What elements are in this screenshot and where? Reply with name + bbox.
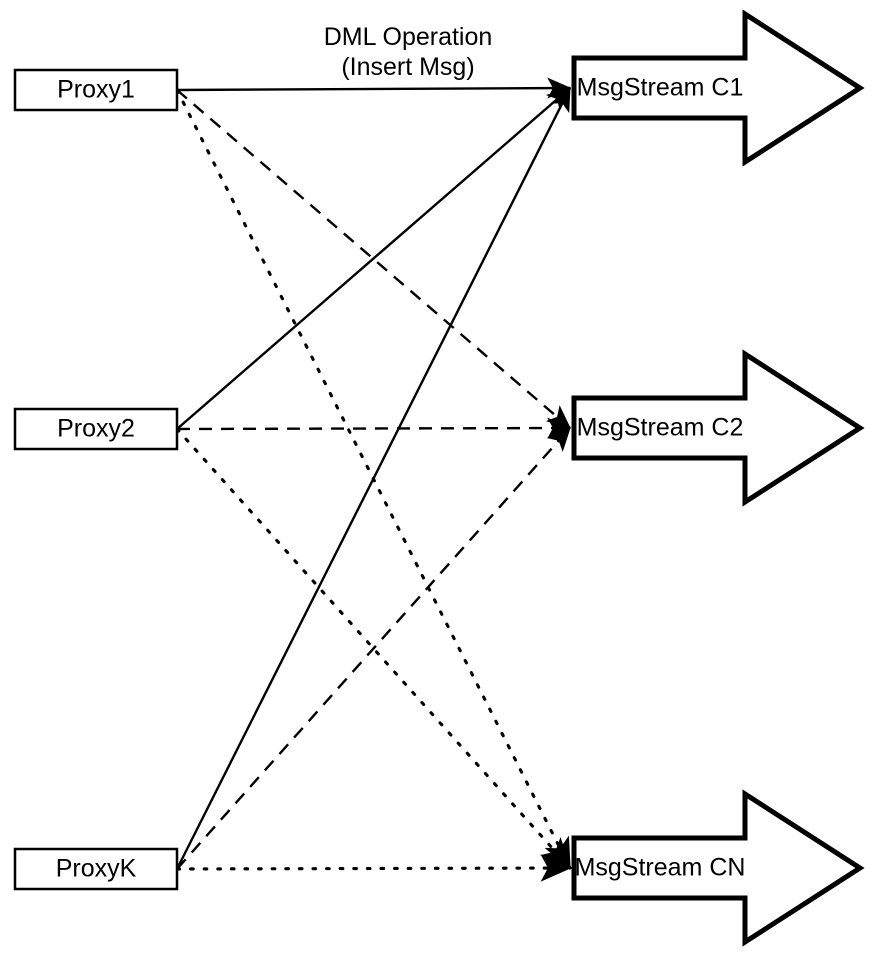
annotation-line-1: DML Operation [324,23,493,51]
stream-node-c2[interactable]: MsgStream C2 [571,349,865,507]
stream-node-c1[interactable]: MsgStream C1 [571,9,865,167]
proxy-label: Proxy2 [57,415,135,443]
proxy-box-rect [13,407,179,451]
link-layer [175,77,572,882]
proxy-label: ProxyK [56,855,137,883]
link-proxyk-to-c2 [176,427,571,870]
stream-label: MsgStream CN [575,854,746,882]
stream-node-layer: MsgStream C1 MsgStream C2 MsgStream CN [571,9,865,947]
proxy-label: Proxy1 [57,76,135,104]
dml-operation-annotation: DML Operation (Insert Msg) [324,23,493,81]
stream-label: MsgStream C2 [577,414,744,442]
proxy-box-rect [13,847,179,891]
proxy-node-proxy1[interactable]: Proxy1 [13,68,179,112]
block-arrow-icon [571,9,865,167]
proxy-node-proxy2[interactable]: Proxy2 [13,407,179,451]
block-arrow-icon [571,789,865,947]
link-proxyk-to-cn [175,854,572,882]
link-proxy2-to-c2 [176,417,572,439]
link-proxy2-to-cn [175,427,572,870]
proxy-node-proxyk[interactable]: ProxyK [13,847,179,891]
block-arrow-icon [571,349,865,507]
link-proxy1-to-c1 [176,77,572,99]
stream-label: MsgStream C1 [577,74,744,102]
annotation-line-2: (Insert Msg) [341,53,474,81]
link-proxy2-to-c1 [176,87,571,430]
proxy-box-rect [13,68,179,112]
proxy-node-layer: Proxy1 Proxy2 ProxyK [13,68,179,891]
stream-node-cn[interactable]: MsgStream CN [571,789,865,947]
link-proxyk-to-c1 [175,86,572,870]
